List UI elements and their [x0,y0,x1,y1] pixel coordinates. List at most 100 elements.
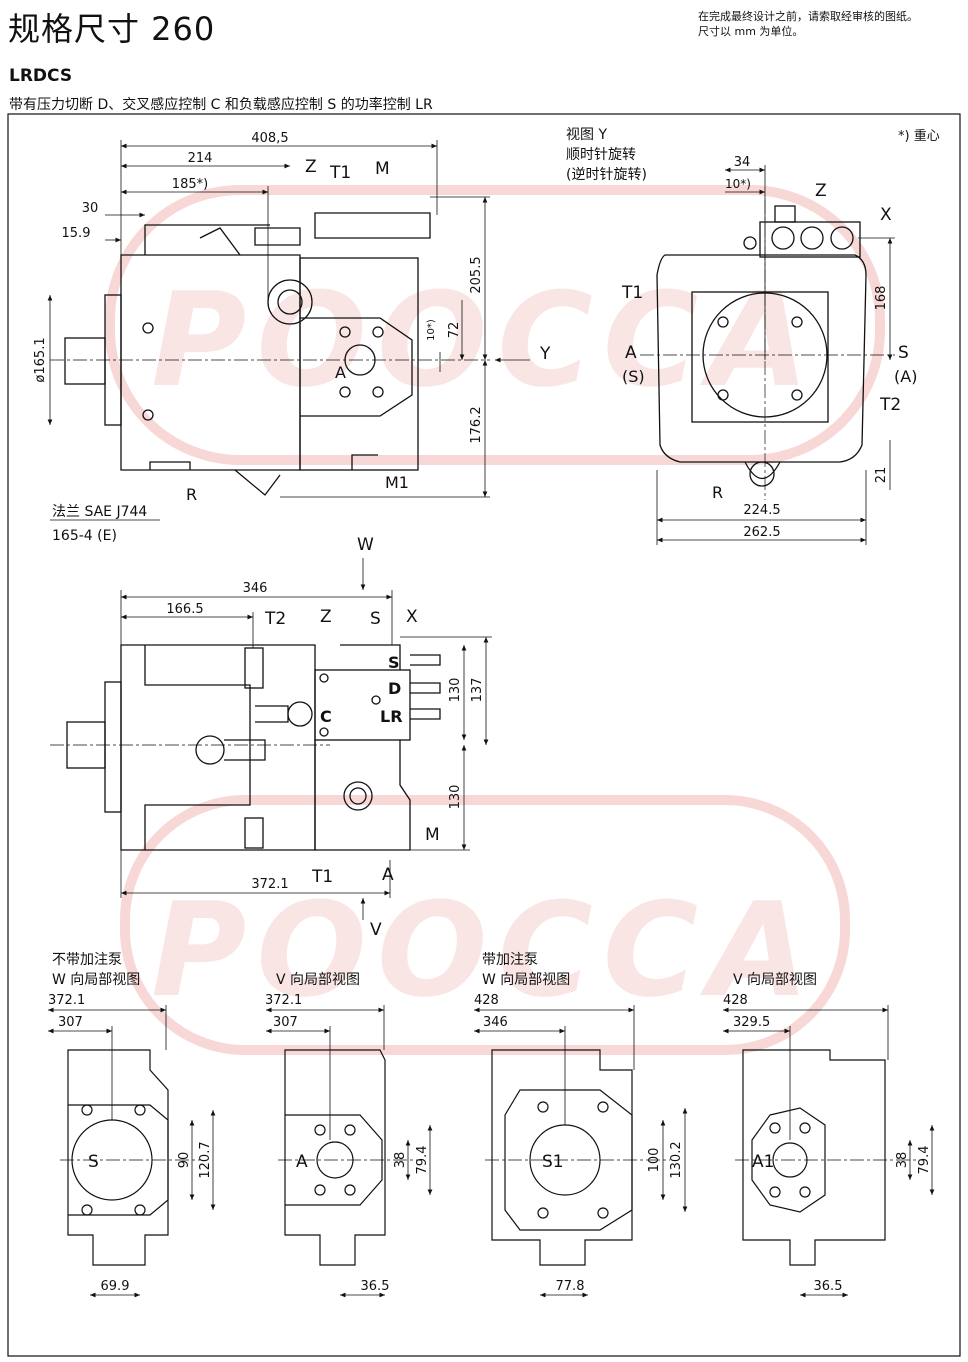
dim-10-cg: 10*) [426,319,437,341]
dim-205-5: 205.5 [469,256,484,293]
dim-214: 214 [188,151,213,166]
pv1-title: W 向局部视图 [52,972,140,988]
top-port-x: X [406,607,418,627]
top-port-s-bold: S [388,653,400,672]
arrow-w-label: W [357,535,374,555]
pv4-title: V 向局部视图 [733,972,817,988]
pv1-dim-69-9: 69.9 [101,1279,130,1294]
view-y-port-s: S [898,343,909,363]
side-view-dims [47,140,530,521]
view-y-centerlines [640,200,895,500]
partial-view-1: 不带加注泵 W 向局部视图 372.1 307 90 120.7 69.9 S [48,952,216,1298]
top-view-labels: 346 166.5 130 137 130 372.1 T2 Z S X S D… [166,535,485,940]
top-port-lr: LR [380,707,403,726]
pv4-dim-36-5: 36.5 [814,1279,843,1294]
view-y-port-x: X [880,205,892,225]
view-y-port-z: Z [815,181,827,201]
pv4-dim-428: 428 [723,993,748,1008]
dim-408-5: 408,5 [251,131,288,146]
pv3-dim-130-2: 130.2 [669,1141,684,1178]
dim-dia-165-1: ø165.1 [33,337,48,382]
watermark-text-2: POOCCA [151,874,819,1026]
pv3-title: W 向局部视图 [482,972,570,988]
flange-line2: 165-4 (E) [52,528,117,544]
view-y-port-a-alt: (A) [894,367,917,386]
pv1-port: S [88,1152,99,1172]
arrow-y-label: Y [539,344,551,364]
pv1-dim-90: 90 [177,1152,192,1169]
pv2-dim-36-5: 36.5 [361,1279,390,1294]
view-y-port-a: A [625,343,637,363]
port-a: A [335,363,346,382]
pv4-port: A1 [752,1152,774,1172]
port-z: Z [305,157,317,177]
dim-185: 185*) [172,177,208,192]
drawing-frame [7,113,961,1357]
view-y-port-t1: T1 [621,283,643,303]
view-y-port-s-alt: (S) [622,367,645,386]
dim-10-y: 10*) [725,177,751,191]
pv1-dim-372-1: 372.1 [48,993,85,1008]
dim-130-a: 130 [448,678,463,703]
pv2-title: V 向局部视图 [276,972,360,988]
top-view [66,644,441,851]
dim-137: 137 [470,678,485,703]
pv2-dim-79-4: 79.4 [415,1146,430,1175]
pv1-dim-120-7: 120.7 [198,1141,213,1178]
pv2-dim-372-1: 372.1 [265,993,302,1008]
top-view-dims [120,558,492,920]
side-view [64,212,431,496]
dim-34: 34 [734,155,751,170]
pv3-dim-100: 100 [647,1148,662,1173]
pv4-dim-79-4: 79.4 [917,1146,932,1175]
page-title: 规格尺寸 260 [8,10,216,48]
top-port-t1: T1 [311,867,333,887]
dim-130-b: 130 [448,785,463,810]
view-y-port-t2: T2 [879,395,901,415]
model-description: 带有压力切断 D、交叉感应控制 C 和负载感应控制 S 的功率控制 LR [9,97,433,113]
pv2-port: A [296,1152,308,1172]
view-y-rotation-ccw: (逆时针旋转) [566,167,647,183]
dim-30: 30 [82,201,99,216]
header-note-line2: 尺寸以 mm 为单位。 [698,25,804,38]
partial-view-4: V 向局部视图 428 329.5 38 79.4 36.5 A1 [723,972,935,1298]
dim-346: 346 [243,581,268,596]
view-y-port-r: R [712,483,723,502]
pv2-dim-38: 38 [393,1152,408,1169]
view-y-title: 视图 Y [566,127,607,143]
flange-line1: 法兰 SAE J744 [52,504,147,520]
partial-view-3: 带加注泵 W 向局部视图 428 346 100 130.2 77.8 S1 [474,952,688,1298]
top-port-z: Z [320,607,332,627]
dim-224-5: 224.5 [743,503,780,518]
view-y-dims [656,165,895,545]
pv3-group: 带加注泵 [482,952,538,968]
port-t1: T1 [329,163,351,183]
top-port-t2: T2 [264,609,286,629]
pv3-dim-346: 346 [483,1015,508,1030]
pv3-dim-428: 428 [474,993,499,1008]
footnote: *) 重心 [898,128,940,144]
partial-view-2: V 向局部视图 372.1 307 38 79.4 36.5 A [265,972,433,1298]
top-port-m: M [425,825,440,845]
dim-372-1: 372.1 [251,877,288,892]
view-y-labels: 视图 Y 顺时针旋转 (逆时针旋转) 34 10*) 168 21 224.5 … [566,127,917,540]
view-y-rotation-cw: 顺时针旋转 [566,147,636,163]
dim-72: 72 [447,322,462,339]
watermark: POOCCA POOCCA [105,185,885,1055]
top-port-s: S [370,609,381,629]
pv4-dim-329-5: 329.5 [733,1015,770,1030]
pv1-group: 不带加注泵 [52,952,122,968]
dim-15-9: 15.9 [62,226,91,241]
model-code: LRDCS [9,66,73,86]
dim-176-2: 176.2 [469,406,484,443]
port-m1: M1 [385,473,409,492]
pv3-dim-77-8: 77.8 [556,1279,585,1294]
top-port-c: C [320,707,332,726]
dim-168: 168 [874,286,889,311]
top-port-d: D [388,679,401,698]
pv4-dim-38: 38 [895,1152,910,1169]
dim-21: 21 [874,467,889,484]
watermark-text-1: POOCCA [151,264,819,416]
port-m: M [375,159,390,179]
